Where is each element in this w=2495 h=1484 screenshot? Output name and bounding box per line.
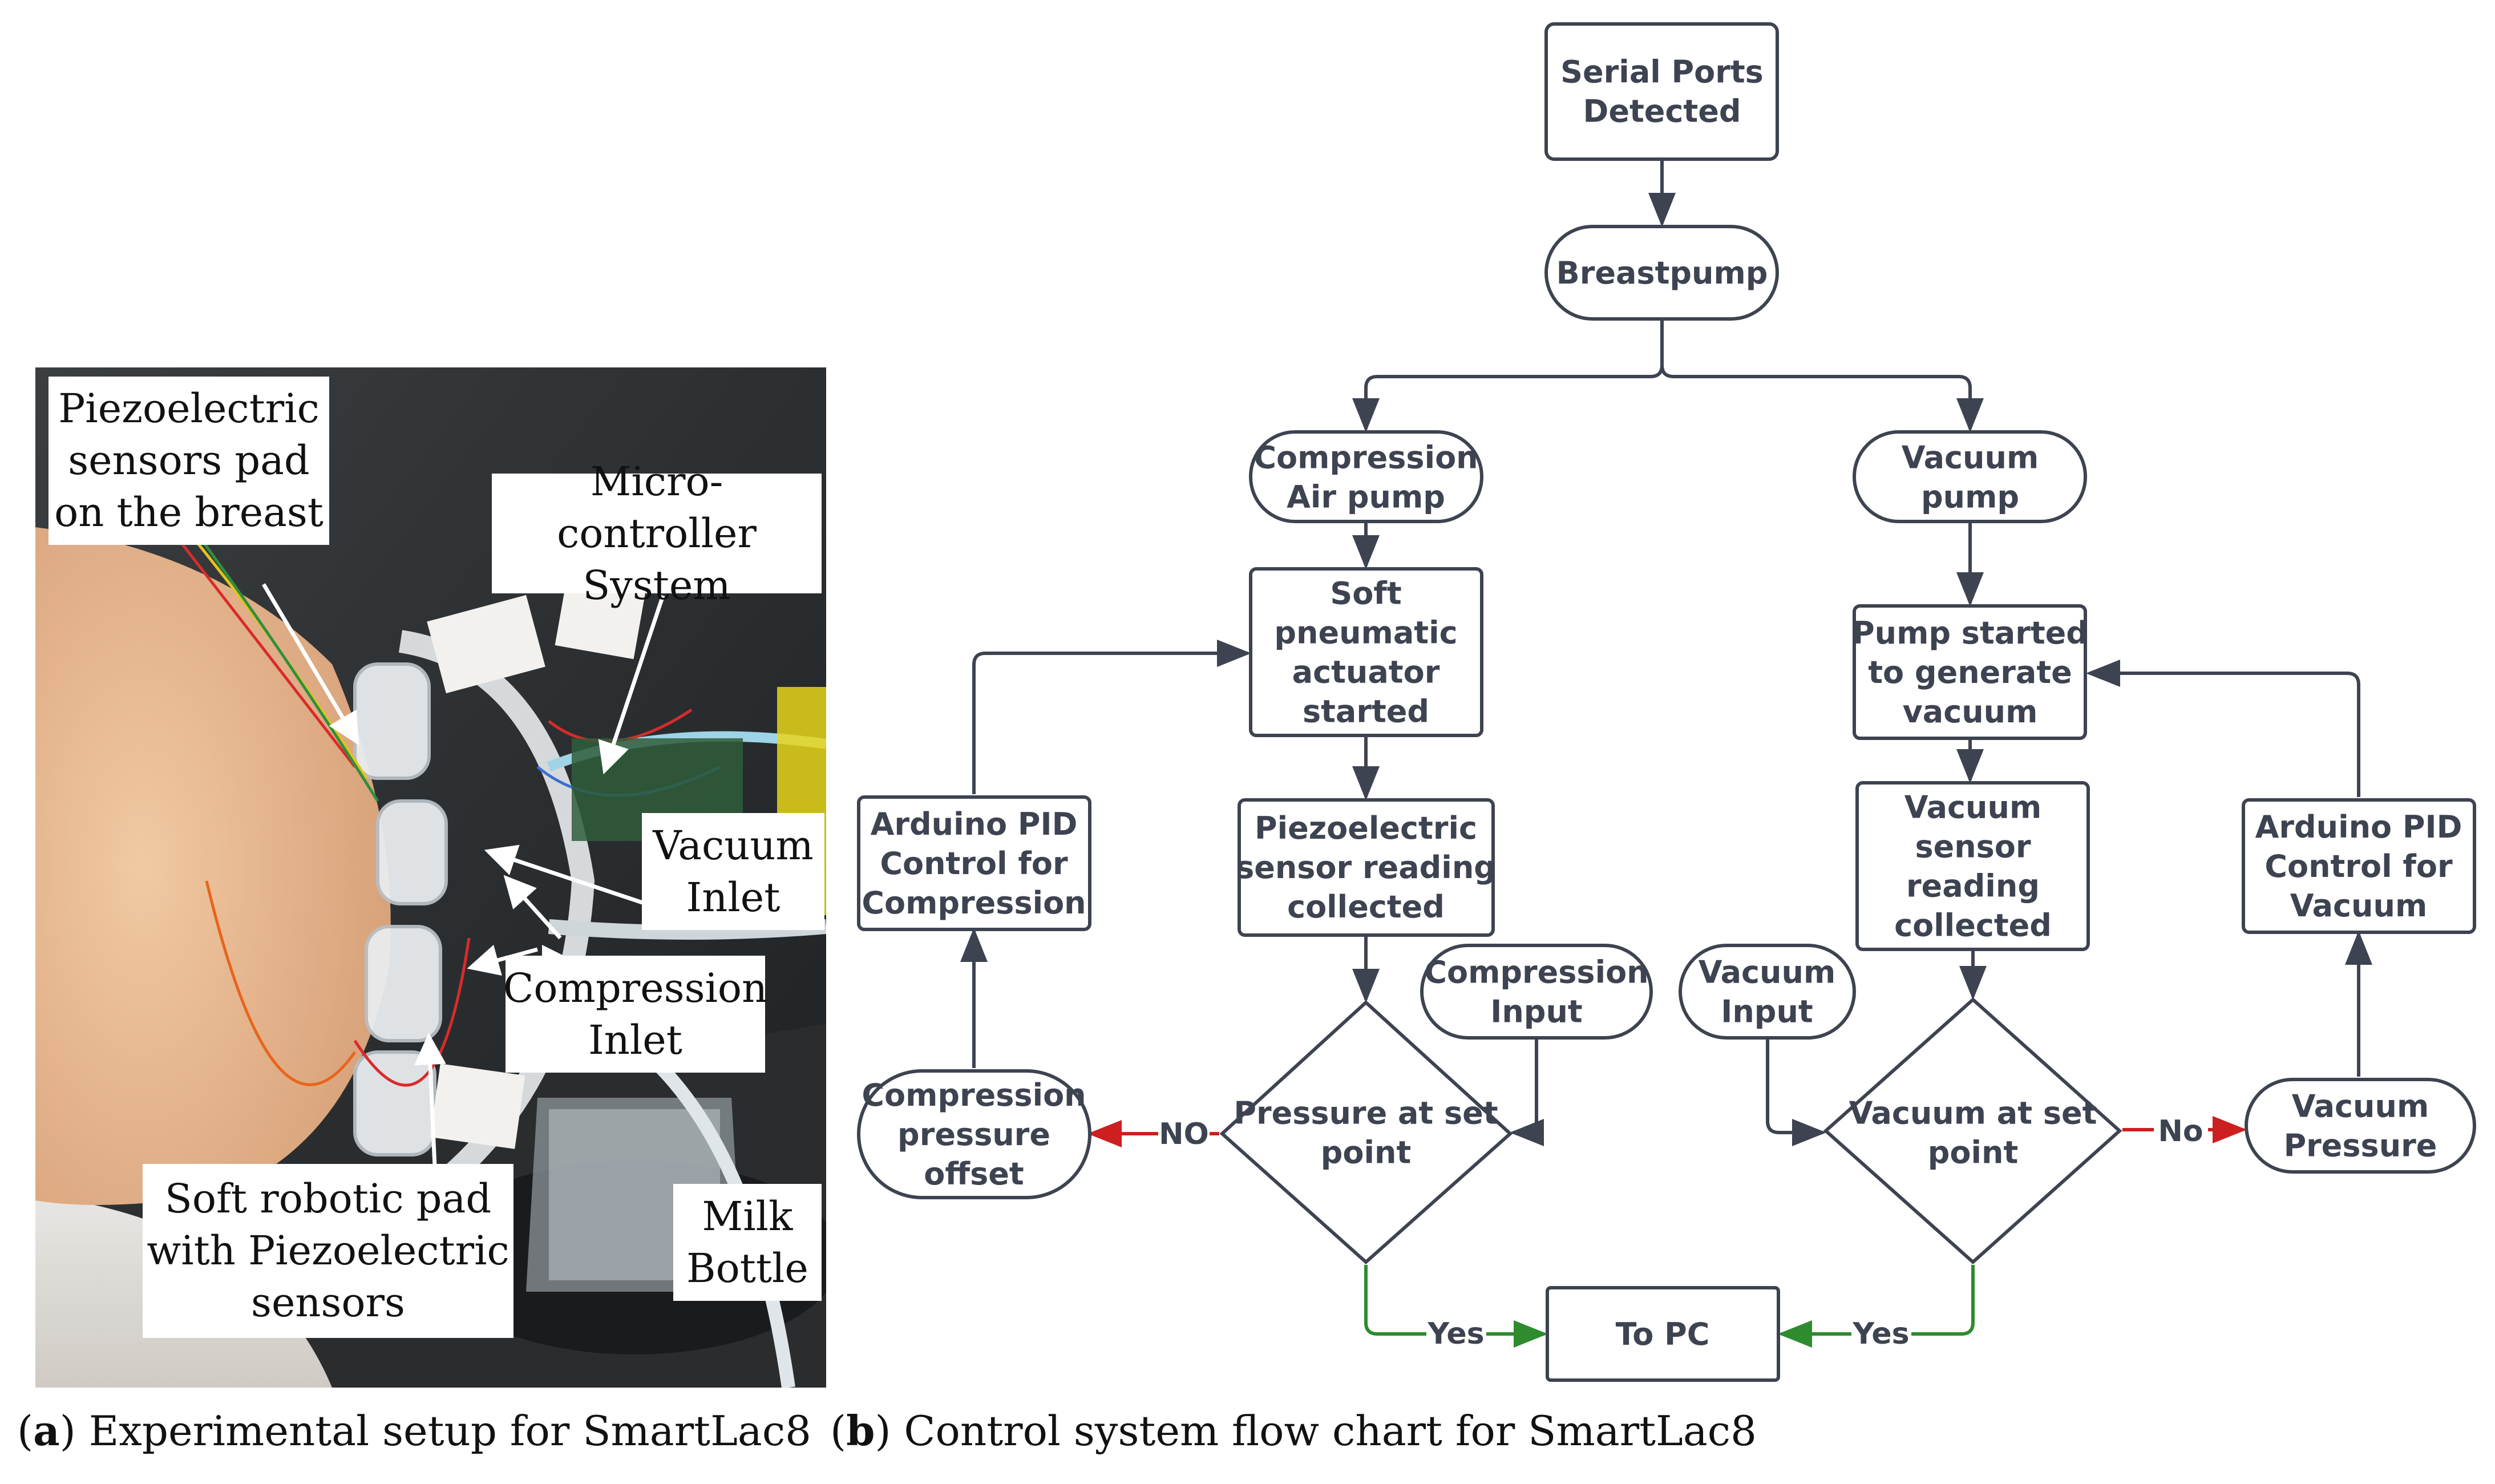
edge-compression-input-to-decision <box>1510 1040 1544 1146</box>
callout-milk-bottle: Milk Bottle <box>673 1184 822 1301</box>
callout-compression-inlet: Compression Inlet <box>503 956 767 1073</box>
node-compression-input-shape <box>1420 944 1653 1040</box>
node-to-pc-shape <box>1546 1286 1780 1382</box>
node-compression-air-pump-shape <box>1249 430 1483 523</box>
node-pid-compression-shape <box>857 795 1091 931</box>
edge-vacuum-input-to-decision <box>1766 1040 1826 1146</box>
caption-b: (b) Control system flow chart for SmartL… <box>830 1406 1757 1455</box>
edge-yes-left <box>1364 1265 1548 1348</box>
node-vacuum-pressure-shape <box>2245 1078 2476 1174</box>
node-breastpump-shape <box>1544 225 1779 321</box>
callout-vacuum-inlet: Vacuum Inlet <box>642 813 824 930</box>
edge-yes-right <box>1778 1265 1975 1348</box>
node-to-pc-label: To PC <box>1616 1316 1710 1352</box>
node-compression-offset-shape <box>857 1069 1091 1199</box>
edge-breastpump-split <box>1352 321 1664 432</box>
label-no-left: NO <box>1159 1117 1209 1151</box>
node-vacuum-decision-shape <box>1823 997 2122 1265</box>
node-pressure-decision-shape <box>1219 1000 1513 1265</box>
edge-breastpump-to-vacuum-pump <box>1660 365 1984 432</box>
node-vacuum-reading-shape <box>1855 781 2090 951</box>
caption-b-letter: b <box>846 1406 875 1455</box>
node-vacuum-input-shape <box>1679 944 1856 1040</box>
callout-micro-controller: Micro-controller System <box>492 458 822 609</box>
node-vacuum-pump-shape <box>1853 430 2087 523</box>
node-pump-started-shape <box>1853 604 2087 740</box>
node-pid-vacuum-shape <box>2242 798 2476 934</box>
caption-a-text: Experimental setup for SmartLac8 <box>75 1407 811 1455</box>
edge-pid-to-pump-started <box>2086 660 2360 797</box>
label-yes-right: Yes <box>1852 1317 1909 1351</box>
node-piezo-reading-shape <box>1238 798 1495 937</box>
callout-piezoelectric-pad: Piezoelectric sensors pad on the breast <box>48 377 329 545</box>
label-no-right: No <box>2158 1114 2203 1149</box>
edge-pid-to-actuator <box>972 640 1251 794</box>
callout-soft-robotic-pad: Soft robotic pad with Piezoelectric sens… <box>143 1164 513 1338</box>
node-serial-ports-shape <box>1544 22 1779 161</box>
caption-a: (a) Experimental setup for SmartLac8 <box>17 1406 811 1455</box>
node-soft-actuator-shape <box>1249 567 1483 737</box>
caption-b-text: Control system flow chart for SmartLac8 <box>891 1407 1757 1455</box>
caption-a-letter: a <box>33 1406 60 1455</box>
node-breastpump-label: Breastpump <box>1556 255 1768 291</box>
label-yes-left: Yes <box>1427 1317 1484 1351</box>
